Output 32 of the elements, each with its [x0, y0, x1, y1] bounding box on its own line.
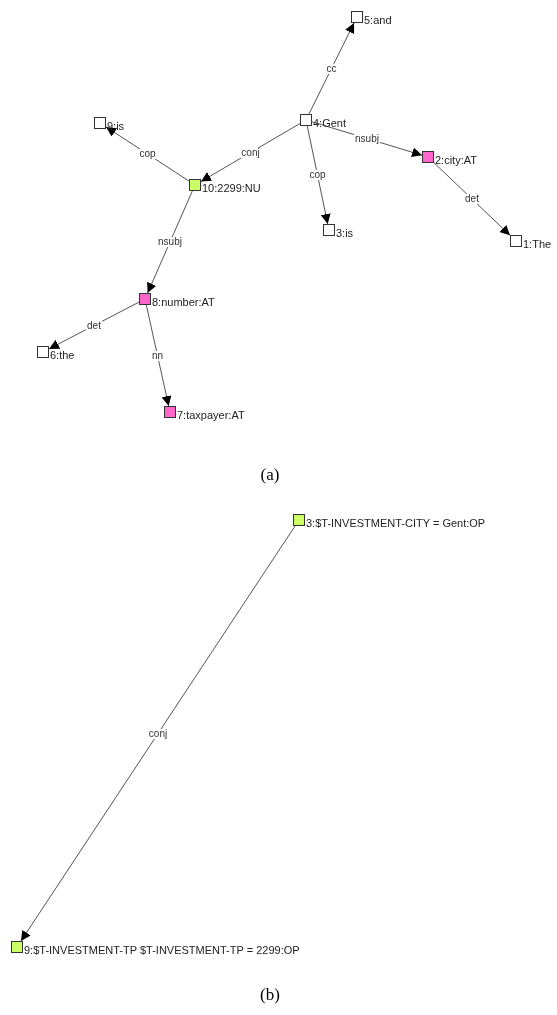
- edge-label: conj: [147, 728, 169, 739]
- arrow: [105, 126, 190, 182]
- edge-label: cc: [325, 63, 338, 74]
- edge-label: conj: [240, 147, 261, 158]
- node-label: 6:the: [50, 350, 75, 361]
- node-label: 3:is: [336, 228, 354, 239]
- node-label: 1:The: [523, 239, 552, 250]
- edge-label: nsubj: [354, 133, 380, 144]
- edge-label: nn: [150, 350, 165, 361]
- edge-label: cop: [138, 149, 157, 159]
- arrow: [20, 525, 296, 942]
- panel-caption: (a): [260, 464, 280, 486]
- node-label: 5:and: [364, 15, 392, 26]
- node-label: 9:$T-INVESTMENT-TP $T-INVESTMENT-TP = 2299:OP: [24, 945, 300, 956]
- edge-label: det: [464, 194, 480, 204]
- node-label: 2:city:AT: [435, 155, 477, 166]
- arrow: [433, 162, 511, 236]
- edge-label: cop: [308, 170, 327, 180]
- arrow: [147, 190, 193, 294]
- node-label: 8:number:AT: [152, 297, 215, 308]
- arrow: [306, 125, 331, 225]
- arrow: [308, 22, 355, 115]
- node-label: 4:Gent: [313, 118, 347, 129]
- node-label: 7:taxpayer:AT: [177, 410, 245, 421]
- arrow: [145, 304, 172, 407]
- edge-label: det: [86, 320, 102, 331]
- node-label: 3:$T-INVESTMENT-CITY = Gent:OP: [306, 518, 486, 529]
- arrow: [200, 123, 301, 182]
- node-label: 9:is: [107, 121, 125, 132]
- panel-caption: (b): [260, 984, 280, 1006]
- edge-label: nsubj: [157, 237, 183, 247]
- node-label: 10:2299:NU: [202, 183, 261, 194]
